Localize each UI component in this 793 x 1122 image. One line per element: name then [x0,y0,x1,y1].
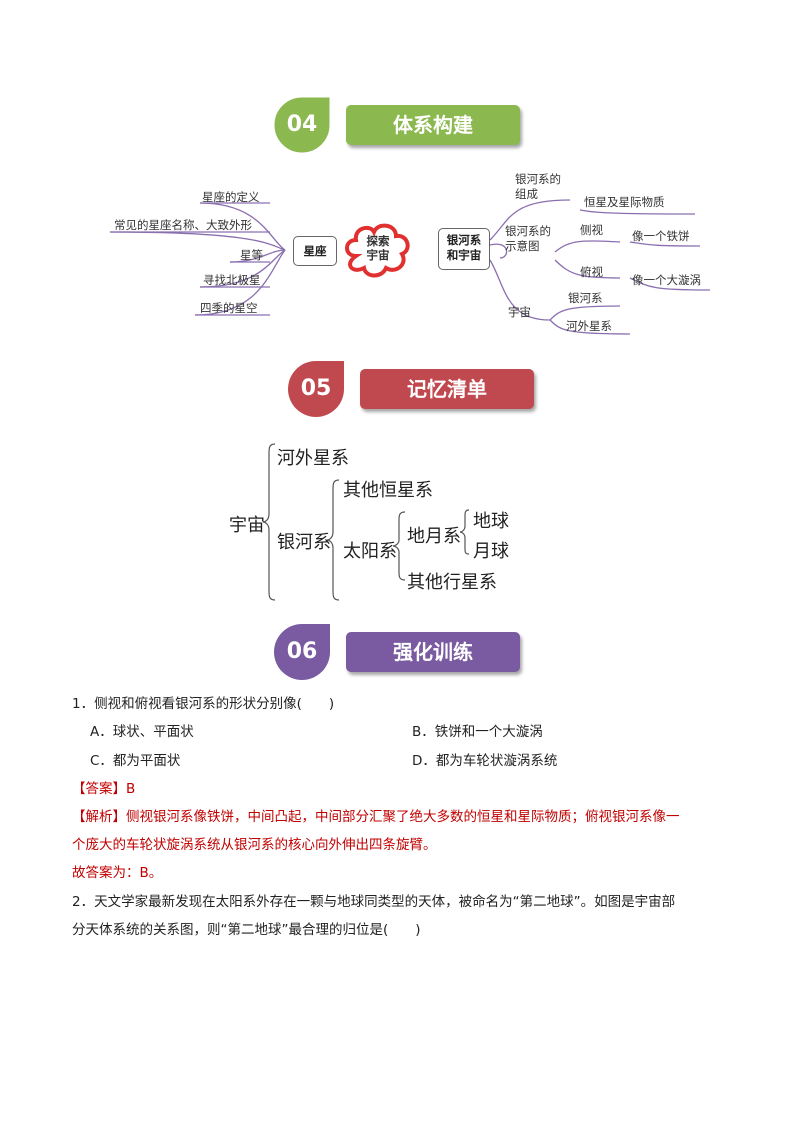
tree-earth: 地球 [473,511,509,532]
q1-conclusion: 故答案为：B。 [72,865,163,881]
mm-left-item: 星等 [240,248,263,262]
mm-side-view: 侧视 [580,223,603,237]
mm-composition: 银河系的组成 [515,172,561,201]
tree-milky-way: 银河系 [277,532,331,553]
mm-diagram: 银河系的示意图 [505,224,551,253]
q1-stem: 1．侧视和俯视看银河系的形状分别像( ) [72,696,335,712]
tree-extragalactic: 河外星系 [277,448,349,469]
mm-node-constellation: 星座 [293,236,337,266]
q1-answer: 【答案】B [72,778,135,800]
mm-left-item: 四季的星空 [200,301,258,315]
tree-root: 宇宙 [229,515,265,536]
tree-earth-moon: 地月系 [407,526,461,547]
section-number-badge: 04 [272,95,332,155]
section-header-04: 体系构建 04 [272,95,527,155]
tree-solar-system: 太阳系 [343,541,397,562]
mm-top-view: 俯视 [580,265,603,279]
mm-left-item: 常见的星座名称、大致外形 [114,218,252,232]
section-number: 06 [286,639,318,664]
section-title-bar: 记忆清单 [360,369,534,409]
q1-option-d: D．都为车轮状漩涡系统 [412,753,558,769]
section-number-badge: 06 [272,622,332,682]
memory-tree: 宇宙 河外星系 银河系 其他恒星系 太阳系 地月系 地球 月球 其他行星系 [225,440,545,605]
q1-option-a: A．球状、平面状 [90,724,194,740]
analysis-label: 【解析】 [72,809,126,825]
memory-tree-brackets [262,443,470,601]
tree-other-stars: 其他恒星系 [343,480,433,501]
mm-universe: 宇宙 [508,305,531,319]
mm-composition-item: 恒星及星际物质 [584,195,665,209]
mm-node-galaxy-text: 银河系和宇宙 [446,233,482,262]
answer-label: 【答案】 [72,781,126,797]
mm-top-view-item: 像一个大漩涡 [632,273,701,287]
answer-value: B [126,781,136,797]
mm-node-galaxy: 银河系和宇宙 [438,228,490,270]
mind-map: 星座的定义 常见的星座名称、大致外形 星等 寻找北极星 四季的星空 星座 探索宇… [110,170,730,345]
mm-left-item: 寻找北极星 [203,273,261,287]
section-number-badge: 05 [286,359,346,419]
mm-side-view-item: 像一个铁饼 [632,229,690,243]
q1-option-b: B．铁饼和一个大漩涡 [412,724,543,740]
mm-center-cloud [345,223,410,278]
q1-analysis-line-2: 个庞大的车轮状旋涡系统从银河系的核心向外伸出四条旋臂。 [72,837,437,853]
section-number: 04 [286,112,318,137]
q1-analysis: 【解析】侧视银河系像铁饼，中间凸起，中间部分汇聚了绝大多数的恒星和星际物质；俯视… [72,806,680,828]
section-title-bar: 体系构建 [346,105,520,145]
q2-line-1: 2．天文学家最新发现在太阳系外存在一颗与地球同类型的天体，被命名为“第二地球”。… [72,894,676,910]
analysis-line-1: 侧视银河系像铁饼，中间凸起，中间部分汇聚了绝大多数的恒星和星际物质；俯视银河系像… [126,809,680,825]
q2-line-2: 分天体系统的关系图，则“第二地球”最合理的归位是( ) [72,922,421,938]
q1-option-c: C．都为平面状 [90,753,181,769]
section-header-05: 记忆清单 05 [286,359,541,419]
tree-other-planets: 其他行星系 [407,572,497,593]
mm-center-text: 探索宇宙 [366,234,390,262]
mm-universe-item: 河外星系 [566,319,612,333]
mm-left-item: 星座的定义 [202,190,260,204]
section-header-06: 强化训练 06 [272,622,527,682]
mm-universe-item: 银河系 [568,291,603,305]
section-title-bar: 强化训练 [346,632,520,672]
section-number: 05 [300,376,332,401]
tree-moon: 月球 [473,541,509,562]
mind-map-lines [110,199,711,335]
